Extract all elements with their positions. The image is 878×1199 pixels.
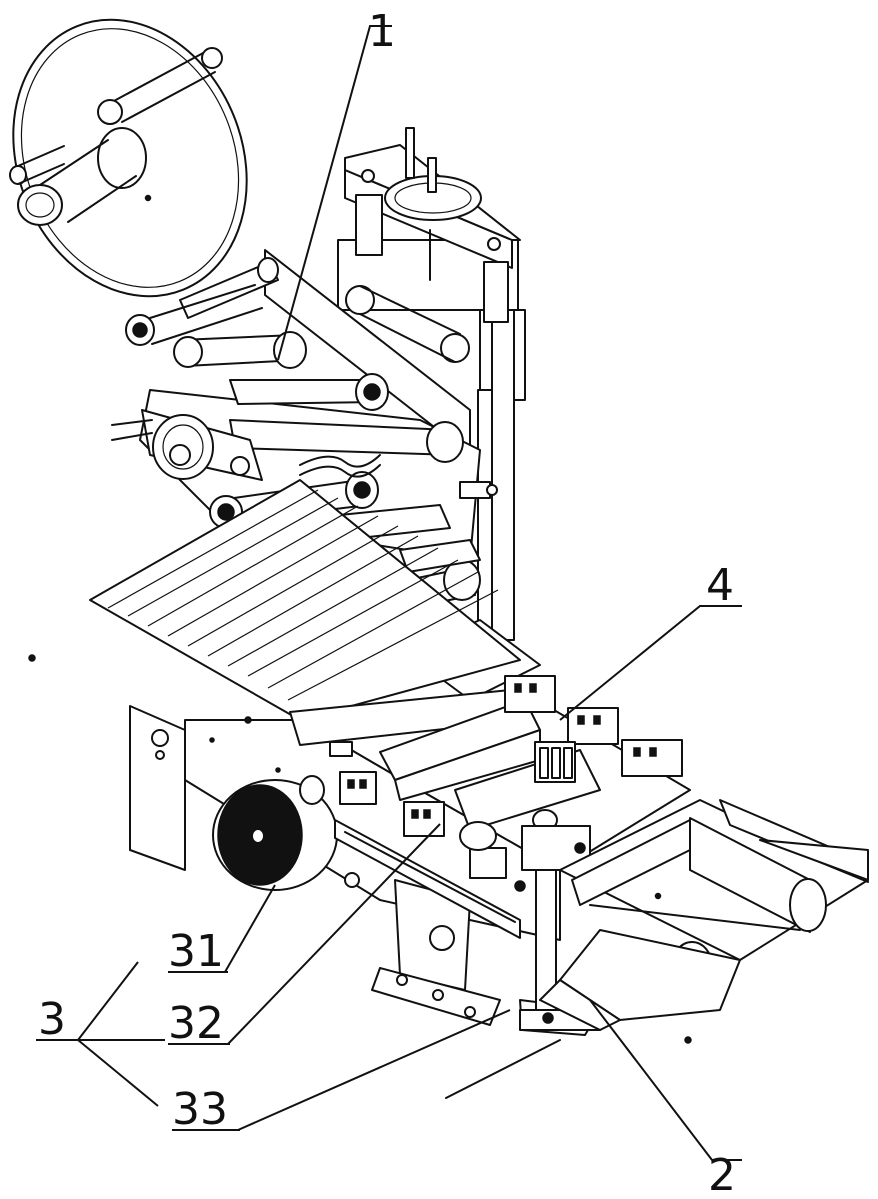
leader-3-down (78, 1040, 158, 1106)
callout-2: 2 (708, 1150, 736, 1199)
callout-33: 33 (172, 1084, 228, 1135)
leader-31 (225, 885, 275, 972)
ground-line (446, 1040, 560, 1098)
callout-4: 4 (706, 560, 734, 611)
leader-3-up (78, 962, 138, 1040)
dot-mark (29, 655, 35, 661)
callout-31: 31 (168, 926, 224, 977)
leader-33 (238, 1010, 510, 1130)
leader-4 (560, 606, 742, 720)
callout-32: 32 (168, 998, 224, 1049)
callout-1: 1 (368, 6, 396, 57)
callout-3: 3 (38, 994, 66, 1045)
